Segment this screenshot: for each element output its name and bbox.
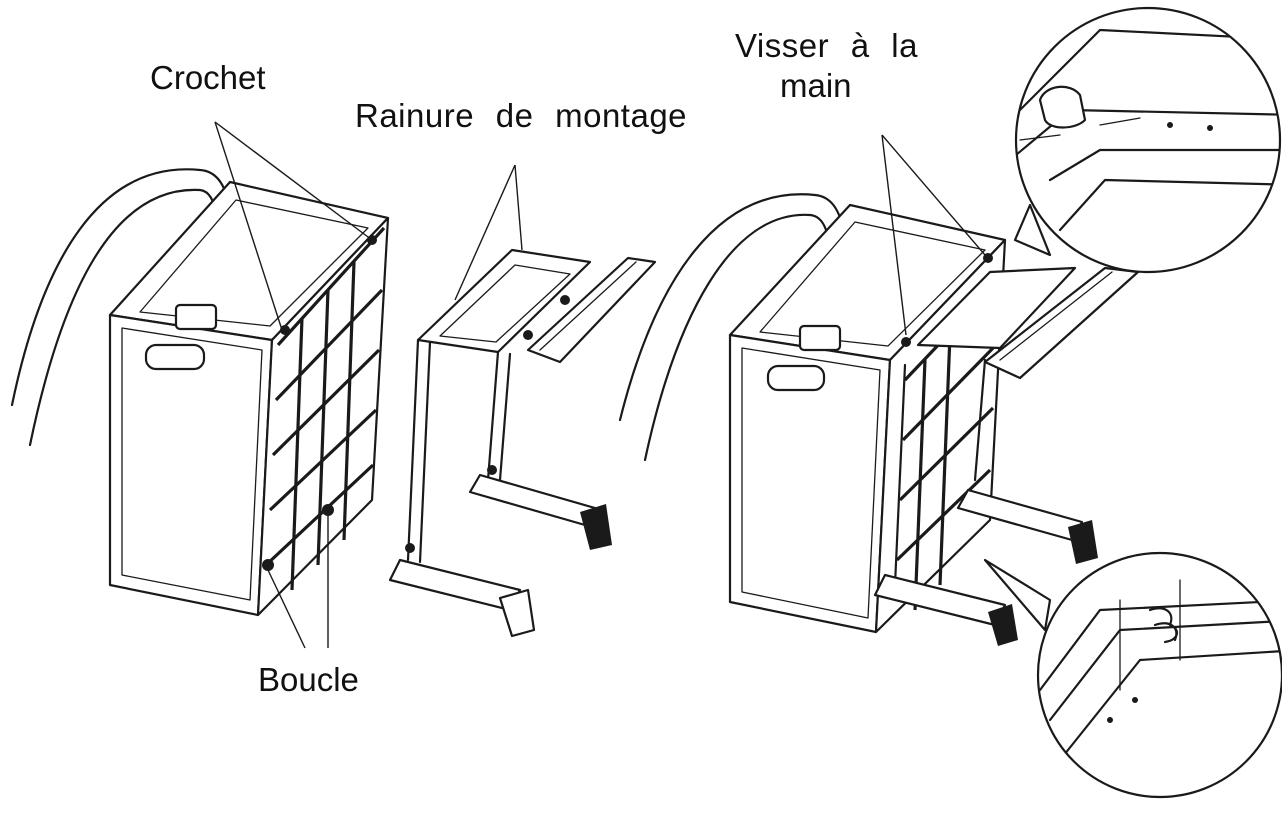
label-crochet: Crochet xyxy=(150,59,266,96)
assembled-box-front xyxy=(728,333,892,634)
buckle-left xyxy=(262,559,274,571)
frame-top xyxy=(416,248,592,354)
filter-grid xyxy=(264,226,386,591)
hand-screw-left xyxy=(901,337,911,347)
box-front-inset xyxy=(121,327,263,601)
hand-screw-knob xyxy=(1038,85,1087,129)
leader-rainure-2 xyxy=(514,164,523,251)
leader-rainure-1 xyxy=(454,164,516,301)
frame-right-post xyxy=(486,350,500,482)
frame-left-post xyxy=(406,338,420,562)
label-rainure-de-montage: Rainure de montage xyxy=(355,97,688,134)
frame-foot-back xyxy=(468,473,597,527)
leader-visser-1 xyxy=(881,134,907,336)
frame-flange xyxy=(526,256,657,364)
label-visser-line2: main xyxy=(780,67,852,104)
hand-screw-right xyxy=(983,253,993,263)
leader-crochet-1 xyxy=(214,121,283,331)
purifier-with-filter xyxy=(10,168,390,617)
mounting-frame xyxy=(388,248,657,638)
zoom-callout-top xyxy=(1013,6,1282,274)
assembled-frame-top xyxy=(916,266,1077,350)
label-visser-line1: Visser à la xyxy=(735,27,918,64)
leader-visser-2 xyxy=(881,134,986,256)
leader-crochet-2 xyxy=(214,121,373,241)
buckle-right xyxy=(322,504,334,516)
box-front xyxy=(108,313,274,617)
leader-boucle-1 xyxy=(267,569,306,649)
leader-lines xyxy=(214,121,986,649)
hook-left xyxy=(280,325,290,335)
zoom-circle-top xyxy=(1014,6,1282,274)
assembled-purifier xyxy=(618,193,1140,646)
hose-coupling xyxy=(174,303,218,331)
label-boucle: Boucle xyxy=(258,661,359,698)
box-top-rim xyxy=(139,199,369,327)
box-handle xyxy=(144,343,206,371)
zoom-circle-bottom xyxy=(1036,551,1282,799)
zoom-callout-bottom xyxy=(983,551,1282,799)
